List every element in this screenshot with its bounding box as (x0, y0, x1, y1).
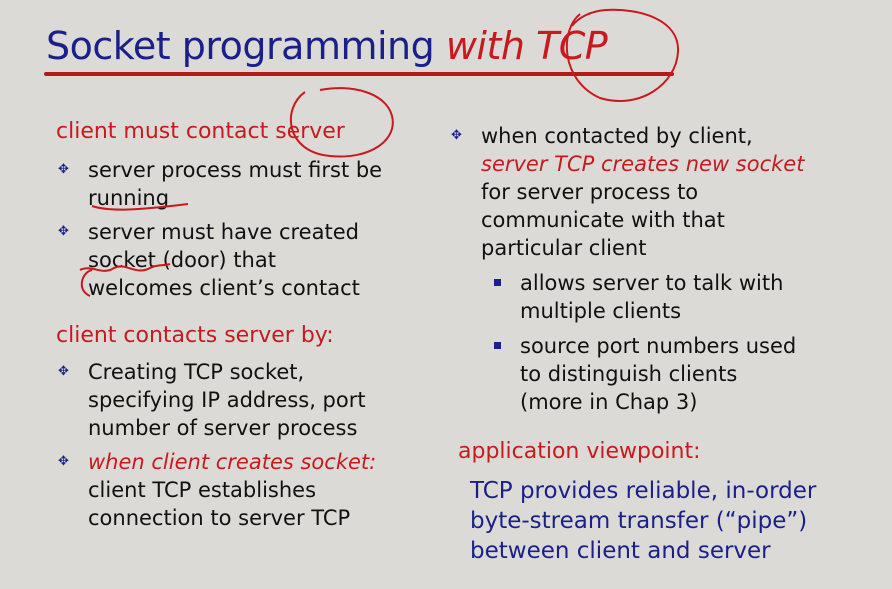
diamond-bullet-icon: ✥ (58, 454, 69, 469)
right-sub-item-1-line-1: allows server to talk with (520, 271, 784, 295)
left-item-2: ✥ server must have created socket (door)… (58, 218, 360, 302)
heading-client-must-contact: client must contact server (56, 119, 345, 144)
left-item-4-red-line: when client creates socket: (88, 450, 377, 474)
left-item-1-line-1: server process must first be (88, 158, 383, 182)
viewpoint-text: TCP provides reliable, in-order byte-str… (470, 476, 816, 566)
square-bullet-icon (494, 279, 501, 286)
left-item-2-line-3: welcomes client’s contact (88, 276, 360, 300)
right-item-1-red-line: server TCP creates new socket (481, 152, 805, 176)
right-item-1: ✥ when contacted by client, server TCP c… (451, 122, 805, 262)
heading-client-contacts-server: client contacts server by: (56, 323, 334, 348)
right-item-1-line-5: particular client (481, 236, 647, 260)
title-part-1: Socket programming (46, 24, 446, 68)
left-item-2-line-2: socket (door) that (88, 248, 276, 272)
left-item-4-line-2: connection to server TCP (88, 506, 351, 530)
right-sub-item-2-line-2: to distinguish clients (520, 362, 738, 386)
right-sub-item-2-line-1: source port numbers used (520, 334, 797, 358)
left-item-3-line-1: Creating TCP socket, (88, 360, 305, 384)
left-item-3-line-2: specifying IP address, port (88, 388, 366, 412)
right-sub-item-1-line-2: multiple clients (520, 299, 682, 323)
slide-title: Socket programming with TCP (46, 20, 608, 72)
right-sub-item-1: allows server to talk with multiple clie… (494, 269, 784, 325)
viewpoint-line-3: between client and server (470, 538, 771, 564)
title-underline (44, 72, 674, 76)
left-item-1: ✥ server process must first be running (58, 156, 383, 212)
left-item-3: ✥ Creating TCP socket, specifying IP add… (58, 358, 366, 442)
left-item-1-line-2: running (88, 186, 170, 210)
viewpoint-line-2: byte-stream transfer (“pipe”) (470, 508, 808, 534)
right-item-1-line-1: when contacted by client, (481, 124, 753, 148)
diamond-bullet-icon: ✥ (58, 162, 69, 177)
diamond-bullet-icon: ✥ (58, 224, 69, 239)
diamond-bullet-icon: ✥ (451, 128, 462, 143)
right-sub-item-2: source port numbers used to distinguish … (494, 332, 797, 416)
square-bullet-icon (494, 342, 501, 349)
viewpoint-line-1: TCP provides reliable, in-order (470, 478, 817, 504)
right-item-1-line-3: for server process to (481, 180, 699, 204)
right-item-1-line-4: communicate with that (481, 208, 725, 232)
left-item-2-line-1: server must have created (88, 220, 359, 244)
left-item-4-line-1: client TCP establishes (88, 478, 317, 502)
title-part-2: with TCP (445, 24, 608, 68)
left-item-4: ✥ when client creates socket: client TCP… (58, 448, 377, 532)
diamond-bullet-icon: ✥ (58, 364, 69, 379)
heading-application-viewpoint: application viewpoint: (458, 439, 701, 464)
right-sub-item-2-line-3: (more in Chap 3) (520, 390, 698, 414)
left-item-3-line-3: number of server process (88, 416, 358, 440)
